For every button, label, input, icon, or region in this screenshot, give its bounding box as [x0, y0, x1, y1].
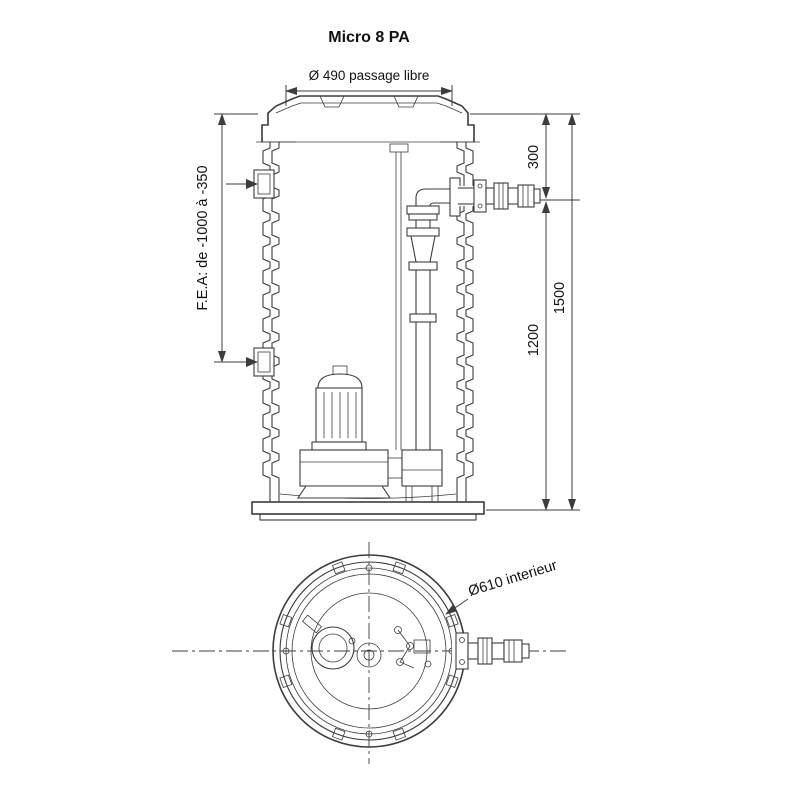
check-valve	[406, 227, 440, 271]
inlet-arrow-lower	[226, 357, 258, 367]
guide-rail	[389, 143, 409, 450]
dim-300: 300	[526, 113, 550, 199]
dim-fea: F.E.A: de -1000 à -350	[195, 113, 258, 363]
plan-outlet-connector	[452, 632, 530, 670]
lifting-chain	[394, 626, 432, 669]
elevation-view	[226, 95, 541, 521]
dim-610: Ø610 interieur	[445, 558, 559, 615]
dim-610-label: Ø610 interieur	[466, 558, 559, 600]
pipe-flanges	[406, 205, 440, 221]
dim-top: Ø 490 passage libre	[285, 68, 453, 106]
inlet-arrow-upper	[226, 179, 258, 189]
pipe-base-elbow	[401, 449, 443, 503]
drawing-title: Micro 8 PA	[328, 29, 410, 46]
pump	[296, 365, 402, 499]
lid-tabs	[279, 561, 459, 741]
dim-1500-label: 1500	[552, 282, 568, 314]
dim-top-label: Ø 490 passage libre	[309, 68, 430, 83]
dim-1200: 1200	[526, 201, 550, 511]
pipe-coupling	[409, 313, 437, 323]
dim-1500: 1500	[552, 113, 576, 511]
pump-band	[311, 441, 367, 451]
dim-1200-label: 1200	[526, 324, 542, 356]
pump-motor-dome	[317, 373, 363, 389]
tank-lid	[256, 95, 480, 143]
dim-610-leader	[445, 598, 469, 615]
clamp-coupling	[301, 614, 356, 670]
pump-motor	[315, 387, 363, 443]
outlet-connector	[458, 179, 541, 213]
dimensions: Ø 490 passage libre F.E.A: de -1000 à -3…	[195, 68, 580, 511]
pump-volute	[296, 449, 402, 499]
dim-fea-label: F.E.A: de -1000 à -350	[195, 165, 211, 310]
plan-view: Ø610 interieur	[172, 542, 568, 764]
dim-300-label: 300	[526, 145, 542, 169]
discharge-pipe	[401, 177, 461, 503]
